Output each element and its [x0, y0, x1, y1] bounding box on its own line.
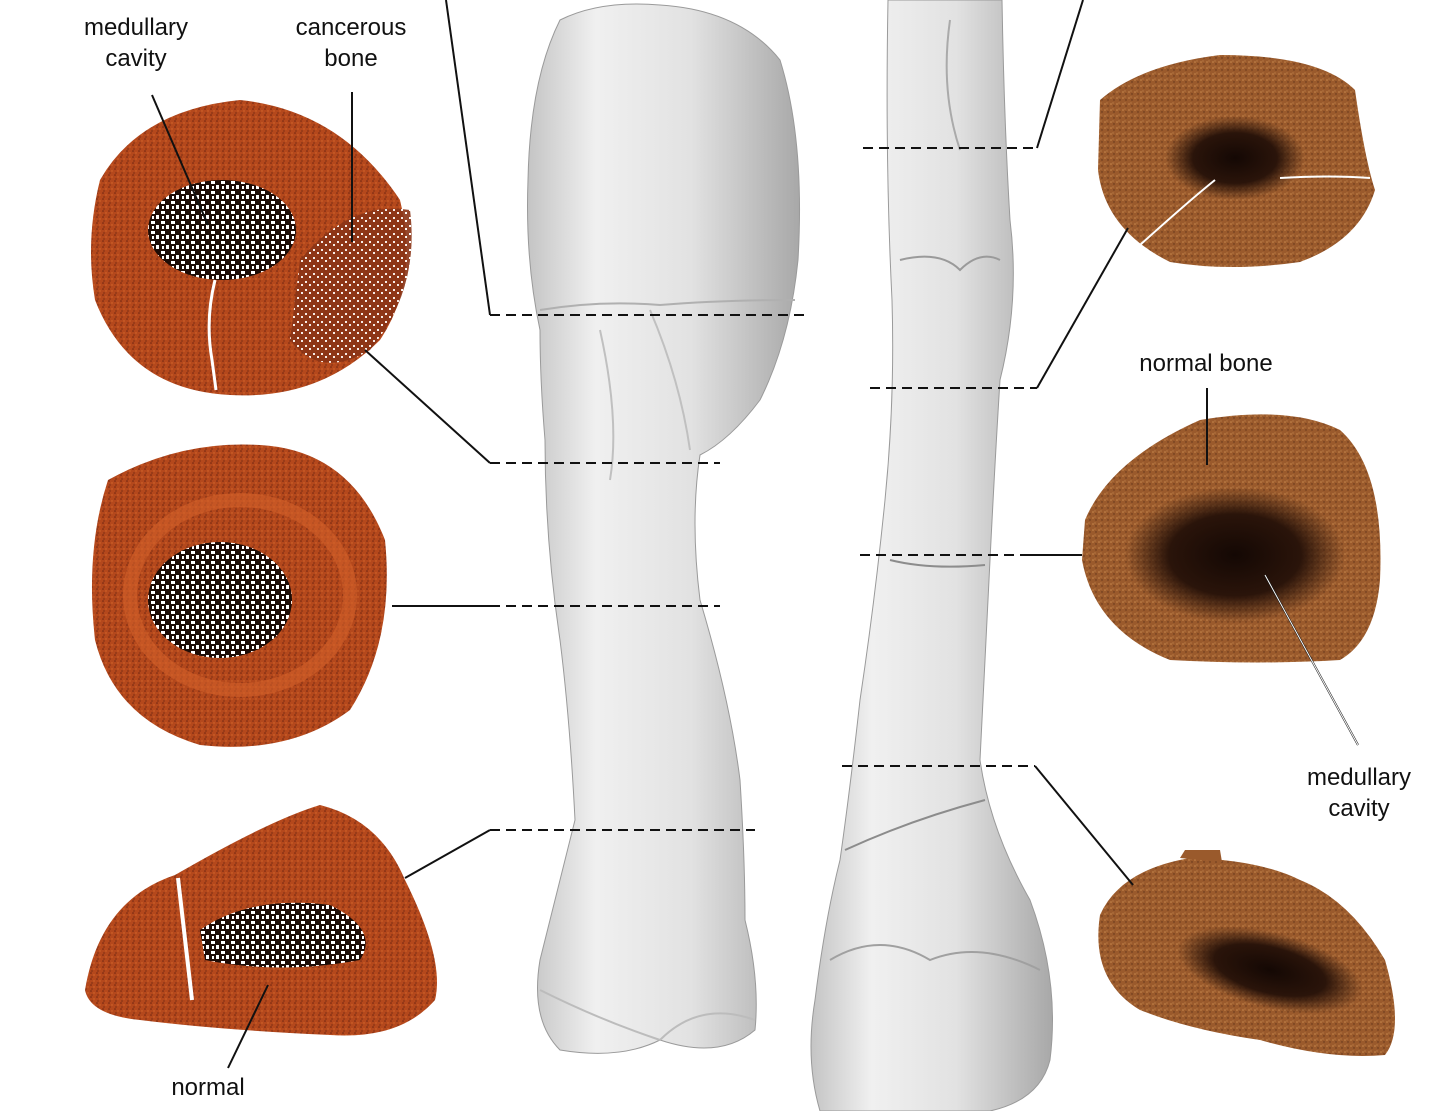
- label-cancerous-bone: cancerous bone: [284, 12, 418, 74]
- label-line-1: normal: [171, 1074, 245, 1101]
- right-section-3: [1098, 850, 1395, 1056]
- left-section-1-cancerous: [91, 100, 412, 396]
- left-section-2: [91, 444, 387, 747]
- label-medullary-cavity-top-left: medullary cavity: [68, 12, 204, 74]
- label-normal-bone-right: normal bone: [1120, 348, 1292, 379]
- label-normal-bottom-left: normal: [150, 1072, 266, 1103]
- leader-lines: [151, 0, 1359, 1069]
- label-medullary-cavity-right: medullary cavity: [1292, 762, 1426, 824]
- label-line-2: bone: [324, 45, 378, 72]
- left-section-3: [85, 805, 437, 1036]
- label-line-1: medullary: [83, 14, 189, 41]
- label-line-2: cavity: [105, 45, 167, 72]
- right-section-2-normal: [1082, 414, 1381, 663]
- left-bone-model: [527, 3, 801, 1054]
- label-line-1: medullary: [1306, 764, 1412, 791]
- right-section-1: [1098, 55, 1375, 267]
- label-line-1: cancerous: [295, 14, 407, 41]
- label-line-1: normal bone: [1139, 350, 1273, 377]
- label-line-2: cavity: [1328, 795, 1390, 822]
- leader-highlight: [1264, 574, 1359, 746]
